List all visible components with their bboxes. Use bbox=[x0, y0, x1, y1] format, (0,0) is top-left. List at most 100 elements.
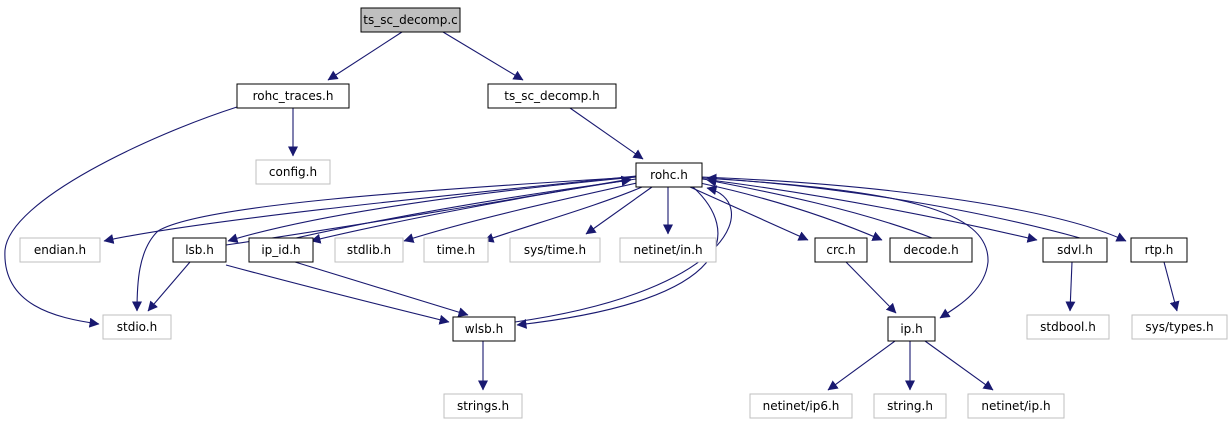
node-box bbox=[873, 393, 947, 419]
node-box bbox=[360, 7, 461, 33]
node-box bbox=[487, 83, 617, 109]
node-label: lsb.h bbox=[185, 243, 214, 257]
node-sys-time-h: sys/time.h bbox=[509, 237, 601, 263]
edge-rohc-h-to-ip-id-h bbox=[310, 178, 637, 244]
node-ip-id-h[interactable]: ip_id.h bbox=[248, 237, 314, 263]
node-box bbox=[889, 237, 973, 263]
node-box bbox=[172, 237, 227, 263]
node-box bbox=[443, 393, 523, 419]
edge-lsb-h-to-wlsb-h bbox=[225, 264, 450, 325]
node-box bbox=[102, 314, 172, 340]
edge-ip-id-h-to-wlsb-h bbox=[294, 261, 469, 317]
node-label: stdio.h bbox=[117, 320, 157, 334]
edge-decode-h-to-rohc-h bbox=[706, 176, 933, 239]
edge-sdvl-h-to-rohc-h bbox=[706, 173, 1081, 239]
node-label: string.h bbox=[887, 399, 933, 413]
node-box bbox=[236, 83, 350, 109]
node-sys-types-h: sys/types.h bbox=[1131, 314, 1228, 340]
node-label: ts_sc_decomp.h bbox=[504, 89, 599, 103]
edge-rohc-h-to-time-h bbox=[483, 186, 643, 243]
node-label: rohc.h bbox=[650, 168, 688, 182]
node-netinet-in-h: netinet/in.h bbox=[619, 237, 717, 263]
node-crc-h[interactable]: crc.h bbox=[814, 237, 868, 263]
node-label: decode.h bbox=[903, 243, 958, 257]
node-string-h: string.h bbox=[873, 393, 947, 419]
node-time-h: time.h bbox=[423, 237, 489, 263]
node-box bbox=[619, 237, 717, 263]
node-label: sys/time.h bbox=[524, 243, 586, 257]
node-netinet-ip6-h: netinet/ip6.h bbox=[749, 393, 853, 419]
edge-crc-h-to-ip-h bbox=[845, 261, 897, 314]
node-ts-sc-decomp-c[interactable]: ts_sc_decomp.c bbox=[360, 7, 461, 33]
node-label: netinet/ip.h bbox=[981, 399, 1050, 413]
node-box bbox=[1130, 237, 1188, 263]
edge-rohc-h-to-sdvl-h bbox=[701, 178, 1038, 243]
edge-rohc-h-to-decode-h bbox=[699, 182, 883, 241]
node-label: sys/types.h bbox=[1145, 320, 1213, 334]
node-stdlib-h: stdlib.h bbox=[334, 237, 404, 263]
nodes-layer: ts_sc_decomp.c rohc_traces.h ts_sc_decomp.… bbox=[19, 7, 1228, 419]
edge-rohc-traces-h-to-stdio-h bbox=[4, 106, 238, 328]
node-box bbox=[248, 237, 314, 263]
edge-rohc-h-to-rtp-h bbox=[701, 176, 1127, 242]
node-box bbox=[1026, 314, 1110, 340]
node-lsb-h[interactable]: lsb.h bbox=[172, 237, 227, 263]
node-stdio-h: stdio.h bbox=[102, 314, 172, 340]
node-label: rtp.h bbox=[1145, 243, 1174, 257]
node-box bbox=[1131, 314, 1228, 340]
edge-ts-sc-decomp-h-to-rohc-h bbox=[569, 107, 644, 160]
node-label: strings.h bbox=[457, 399, 509, 413]
node-label: sdvl.h bbox=[1057, 243, 1093, 257]
node-strings-h: strings.h bbox=[443, 393, 523, 419]
edge-ip-id-h-to-rohc-h bbox=[295, 176, 632, 239]
node-wlsb-h[interactable]: wlsb.h bbox=[452, 316, 516, 342]
edge-rtp-h-to-sys-types-h bbox=[1163, 261, 1180, 312]
edge-rohc-h-to-lsb-h bbox=[227, 176, 637, 244]
node-box bbox=[749, 393, 853, 419]
node-rtp-h[interactable]: rtp.h bbox=[1130, 237, 1188, 263]
edge-lsb-h-to-stdio-h bbox=[147, 261, 191, 312]
node-box bbox=[967, 393, 1065, 419]
edge-rohc-h-to-stdio-h bbox=[132, 176, 637, 312]
node-ts-sc-decomp-h[interactable]: ts_sc_decomp.h bbox=[487, 83, 617, 109]
node-box bbox=[452, 316, 516, 342]
node-box bbox=[334, 237, 404, 263]
node-ip-h[interactable]: ip.h bbox=[887, 316, 936, 342]
edge-ip-h-to-netinet-ip-h bbox=[924, 340, 994, 391]
node-label: config.h bbox=[269, 165, 317, 179]
node-label: stdbool.h bbox=[1040, 320, 1096, 334]
node-box bbox=[814, 237, 868, 263]
edge-rohc-h-to-ip-h bbox=[701, 177, 989, 319]
node-box bbox=[635, 162, 703, 188]
node-sdvl-h[interactable]: sdvl.h bbox=[1042, 237, 1108, 263]
edge-rohc-h-to-stdlib-h bbox=[403, 182, 638, 243]
node-label: rohc_traces.h bbox=[253, 89, 334, 103]
node-decode-h[interactable]: decode.h bbox=[889, 237, 973, 263]
node-label: crc.h bbox=[826, 243, 855, 257]
node-label: ts_sc_decomp.c bbox=[363, 13, 457, 27]
node-label: netinet/ip6.h bbox=[763, 399, 840, 413]
node-label: netinet/in.h bbox=[633, 243, 702, 257]
node-box bbox=[19, 237, 101, 263]
node-endian-h: endian.h bbox=[19, 237, 101, 263]
node-label: stdlib.h bbox=[347, 243, 391, 257]
node-box bbox=[509, 237, 601, 263]
node-config-h: config.h bbox=[255, 159, 331, 185]
node-box bbox=[887, 316, 936, 342]
node-rohc-traces-h[interactable]: rohc_traces.h bbox=[236, 83, 350, 109]
edge-ip-h-to-netinet-ip6-h bbox=[827, 340, 896, 391]
edge-rohc-h-to-sys-time-h bbox=[585, 186, 653, 235]
node-rohc-h[interactable]: rohc.h bbox=[635, 162, 703, 188]
edge-rohc-h-to-wlsb-h bbox=[516, 186, 719, 329]
node-label: wlsb.h bbox=[465, 322, 503, 336]
edge-rohc-h-to-crc-h bbox=[689, 186, 809, 241]
node-box bbox=[1042, 237, 1108, 263]
edge-sdvl-h-to-stdbool-h bbox=[1065, 261, 1076, 312]
node-netinet-ip-h: netinet/ip.h bbox=[967, 393, 1065, 419]
node-label: ip.h bbox=[900, 322, 922, 336]
node-label: time.h bbox=[437, 243, 476, 257]
node-label: endian.h bbox=[34, 243, 86, 257]
edge-ts-sc-decomp-c-to-rohc-traces-h bbox=[327, 31, 403, 81]
node-box bbox=[423, 237, 489, 263]
